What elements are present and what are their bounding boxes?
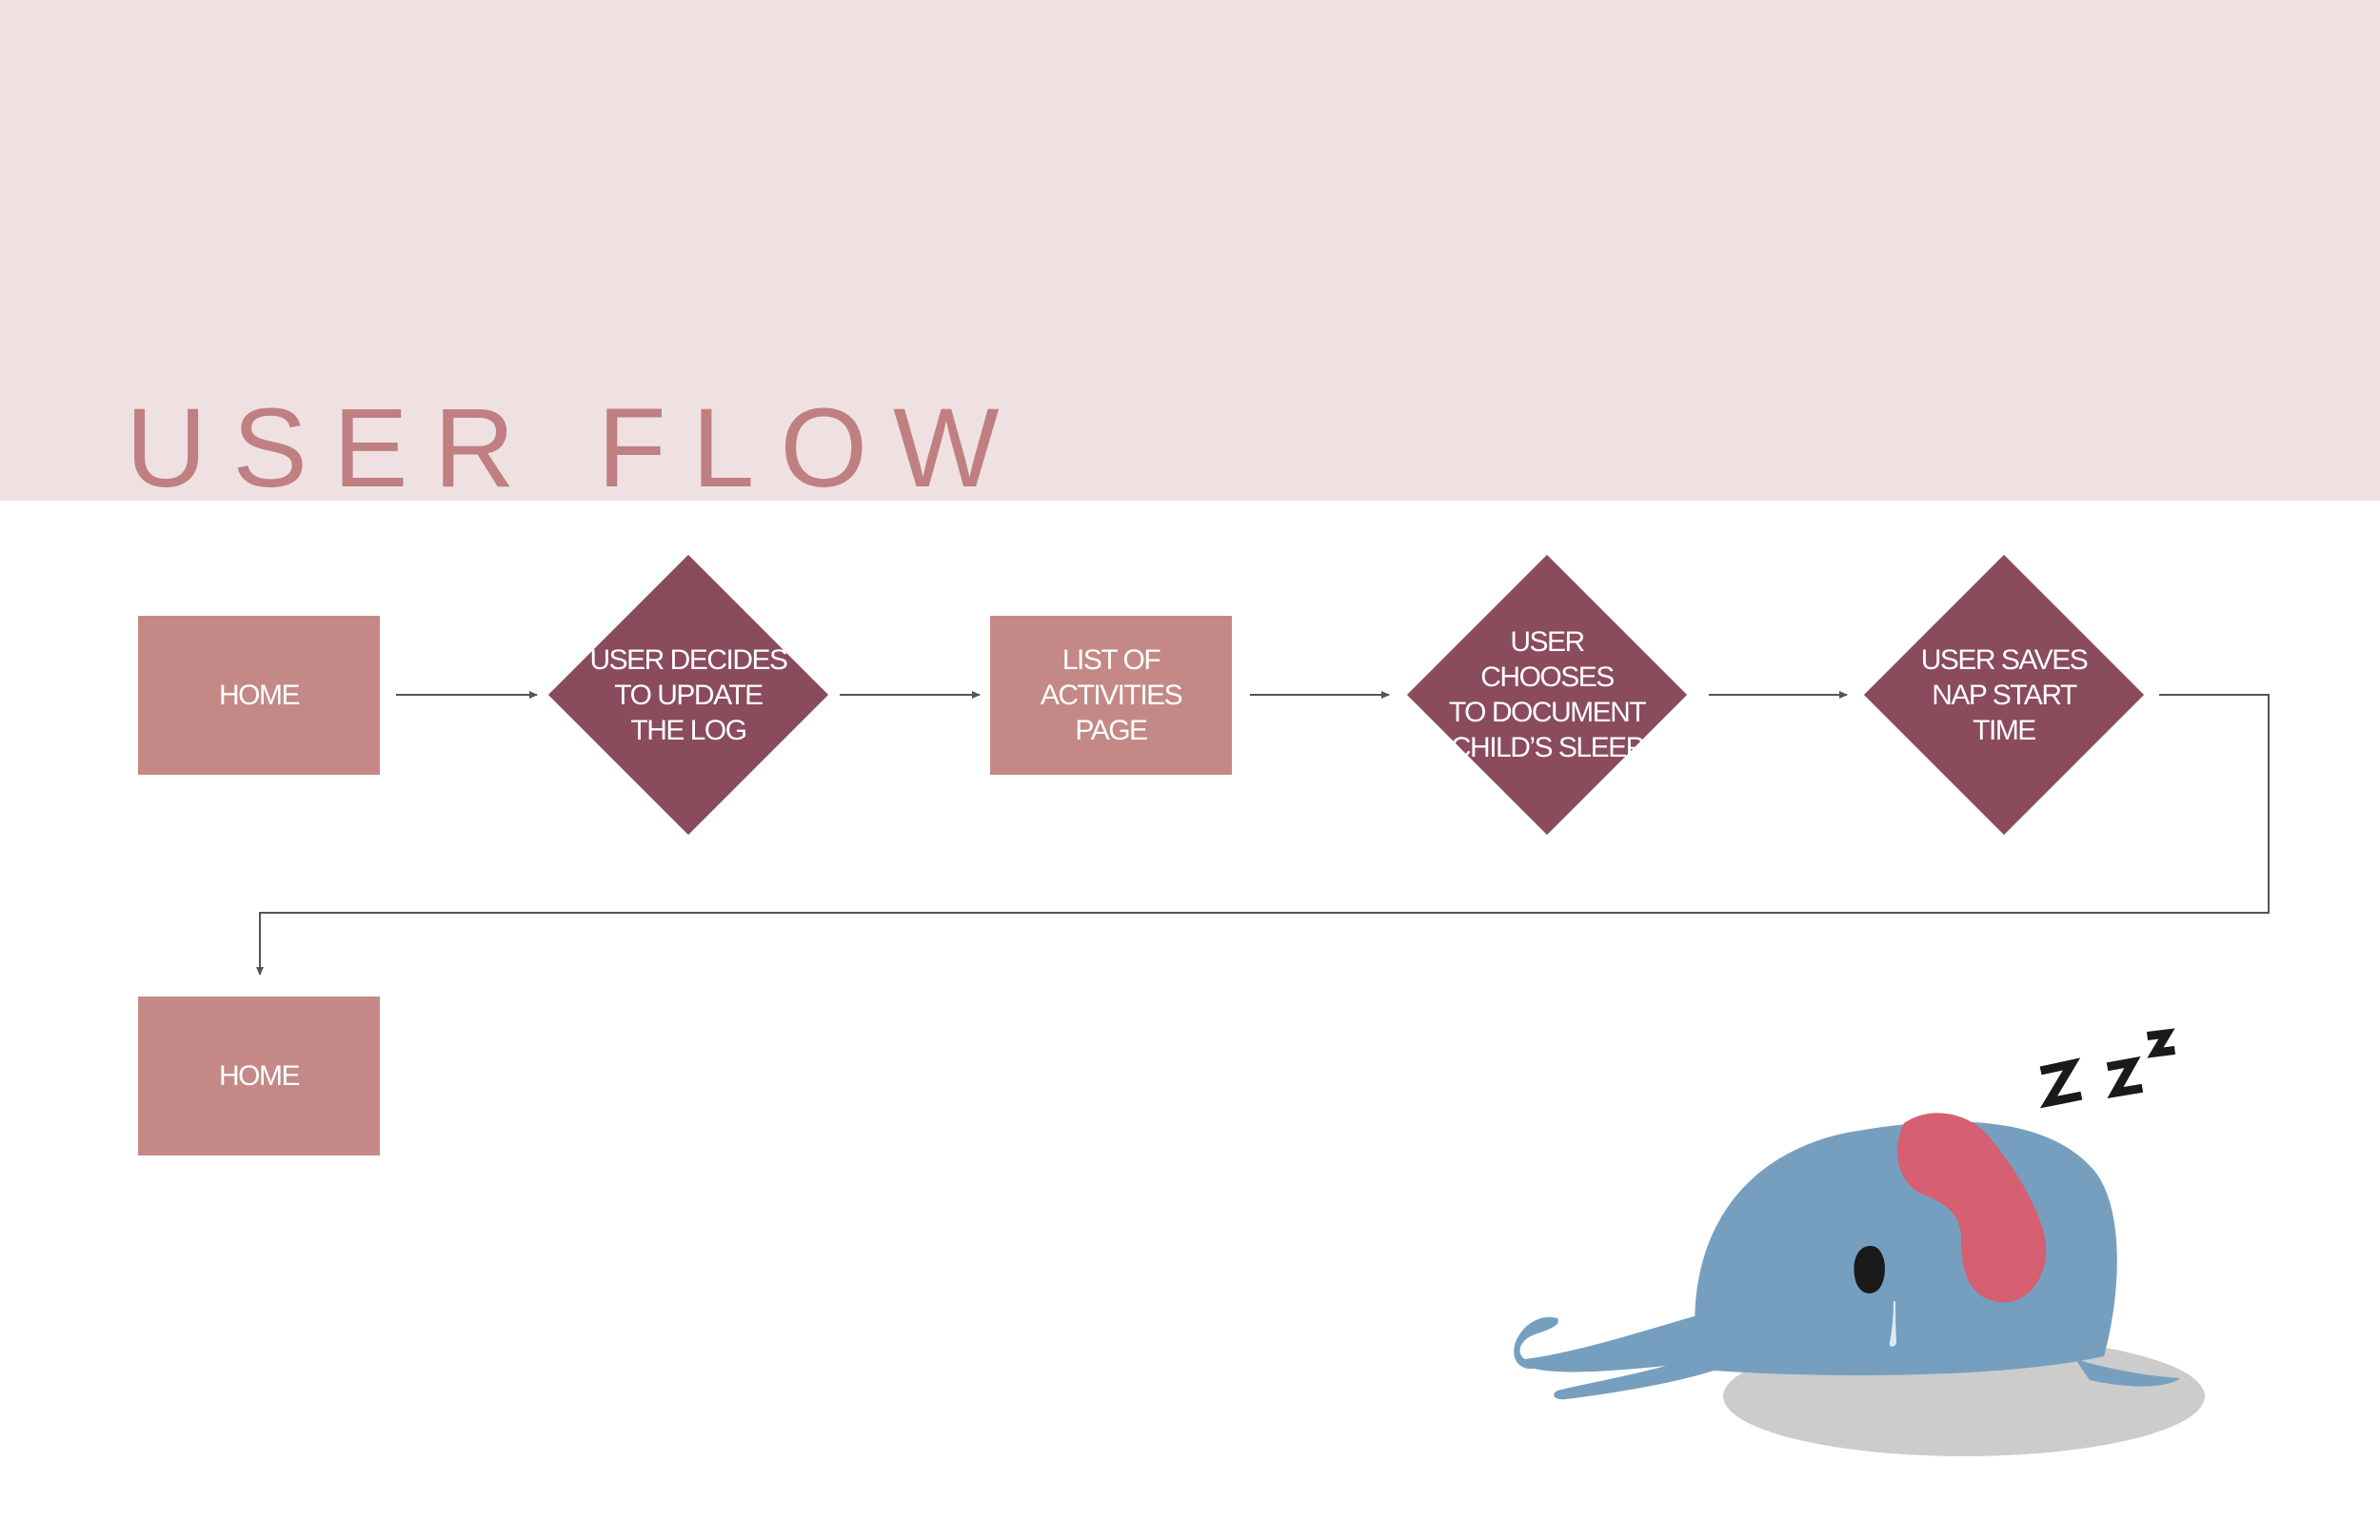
flow-node-label: LIST OF ACTIVITIES PAGE — [1040, 644, 1183, 746]
edge-save-to-home — [256, 694, 2270, 976]
flow-node-home-start: HOME — [138, 616, 380, 775]
flow-node-choose-document: USER CHOOSES TO DOCUMENT CHILD’S SLEEP — [1406, 554, 1688, 836]
flow-node-decide-update: USER DECIDES TO UPDATE THE LOG — [547, 554, 829, 836]
flow-node-label: USER DECIDES TO UPDATE THE LOG — [589, 643, 788, 746]
flow-node-home-end: HOME — [138, 997, 380, 1155]
flow-node-label: HOME — [219, 1060, 301, 1092]
header-band — [0, 0, 2380, 501]
flow-node-label: HOME — [219, 680, 301, 711]
flow-node-label: USER SAVES NAP START TIME — [1920, 643, 2089, 746]
page-title: USER FLOW — [126, 385, 1025, 511]
flow-node-save-nap: USER SAVES NAP START TIME — [1863, 554, 2145, 836]
flow-node-label: USER CHOOSES TO DOCUMENT CHILD’S SLEEP — [1448, 626, 1647, 763]
flow-node-activities-page: LIST OF ACTIVITIES PAGE — [990, 616, 1232, 775]
